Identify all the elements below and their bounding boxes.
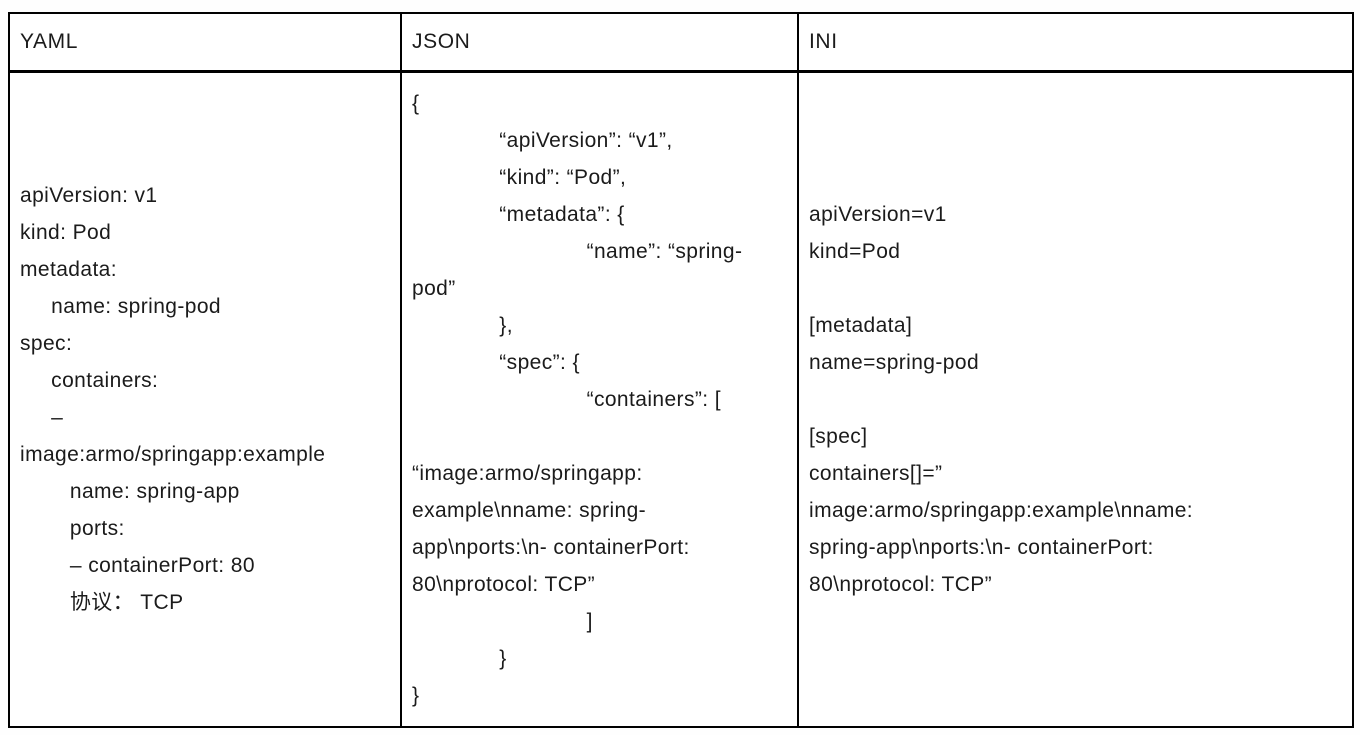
yaml-cell: apiVersion: v1 kind: Pod metadata: name:… (8, 70, 402, 728)
body-row: apiVersion: v1 kind: Pod metadata: name:… (8, 70, 1354, 728)
yaml-code-block: apiVersion: v1 kind: Pod metadata: name:… (20, 184, 326, 615)
format-comparison-table: YAML JSON INI apiVersion: v1 kind: Pod m… (8, 12, 1354, 728)
column-header-ini: INI (797, 12, 1354, 73)
header-row: YAML JSON INI (8, 12, 1354, 73)
json-cell: { “apiVersion”: “v1”, “kind”: “Pod”, “me… (400, 70, 799, 728)
ini-code-block: apiVersion=v1 kind=Pod [metadata] name=s… (809, 202, 1194, 596)
json-code-block: { “apiVersion”: “v1”, “kind”: “Pod”, “me… (412, 91, 743, 707)
column-header-yaml: YAML (8, 12, 402, 73)
column-header-json: JSON (400, 12, 799, 73)
ini-cell: apiVersion=v1 kind=Pod [metadata] name=s… (797, 70, 1354, 728)
